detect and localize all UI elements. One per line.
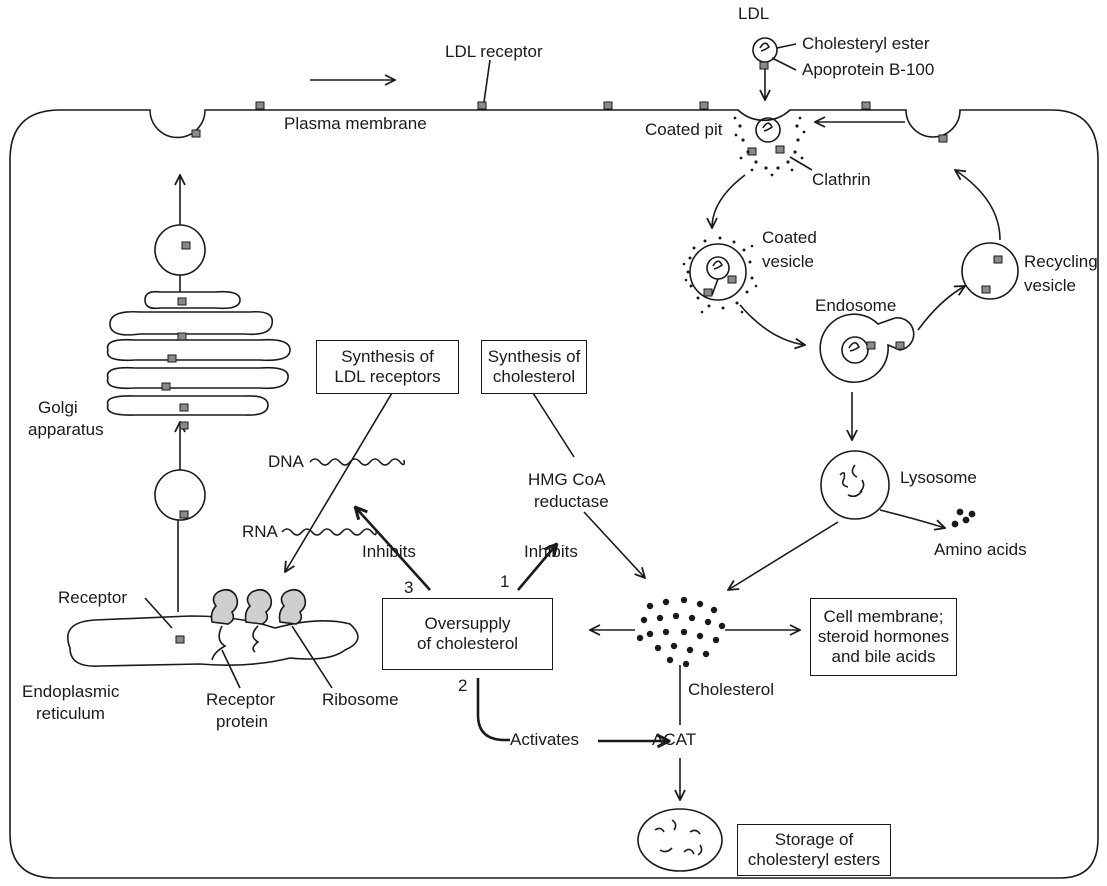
label-acat: ACAT bbox=[652, 730, 697, 749]
label-endosome: Endosome bbox=[815, 296, 897, 315]
label-hmg-2: reductase bbox=[534, 492, 609, 511]
label-ribosome: Ribosome bbox=[322, 690, 399, 709]
box-oversupply: Oversupply of cholesterol bbox=[382, 598, 553, 670]
box-cell-membrane-line3: and bile acids bbox=[831, 647, 936, 666]
box-synthesis-ldl-receptors: Synthesis of LDL receptors bbox=[316, 340, 459, 394]
box-cell-membrane-line1: Cell membrane; bbox=[823, 607, 944, 626]
label-receptor: Receptor bbox=[58, 588, 127, 607]
golgi-cisterna-2 bbox=[109, 310, 274, 336]
label-ldl-receptor: LDL receptor bbox=[445, 42, 543, 61]
ribosome-2 bbox=[244, 588, 273, 625]
plasma-membrane bbox=[9, 109, 1099, 879]
label-cholesteryl-ester: Cholesteryl ester bbox=[802, 34, 930, 53]
label-coated-pit: Coated pit bbox=[645, 120, 723, 139]
box-oversupply-line2: of cholesterol bbox=[416, 634, 519, 653]
label-inhibits-right: Inhibits bbox=[524, 542, 578, 561]
label-number-1: 1 bbox=[500, 572, 510, 591]
label-rna: RNA bbox=[242, 522, 278, 541]
golgi-cisterna-3 bbox=[106, 338, 291, 362]
label-coated-vesicle-2: vesicle bbox=[762, 252, 814, 271]
box-synthesis-cholesterol: Synthesis of cholesterol bbox=[481, 340, 587, 394]
box-storage-line1: Storage of bbox=[774, 830, 854, 849]
label-apoprotein: Apoprotein B-100 bbox=[802, 60, 935, 79]
label-cholesterol: Cholesterol bbox=[688, 680, 774, 699]
recycling-vesicle bbox=[961, 242, 1019, 300]
ribosome-3 bbox=[278, 588, 307, 625]
endoplasmic-reticulum bbox=[67, 615, 359, 667]
box-synthesis-cholesterol-line2: cholesterol bbox=[492, 367, 576, 386]
golgi-cisterna-1 bbox=[144, 290, 241, 310]
label-lysosome: Lysosome bbox=[900, 468, 977, 487]
label-clathrin: Clathrin bbox=[812, 170, 871, 189]
dna-strand bbox=[309, 458, 405, 466]
golgi-vesicle-bottom bbox=[154, 469, 206, 521]
box-cell-membrane: Cell membrane; steroid hormones and bile… bbox=[810, 598, 957, 676]
label-hmg-1: HMG CoA bbox=[528, 470, 606, 489]
box-synthesis-cholesterol-line1: Synthesis of bbox=[487, 347, 581, 366]
ribosome-1 bbox=[210, 588, 239, 625]
box-synthesis-ldl-line2: LDL receptors bbox=[334, 367, 441, 386]
label-receptor-protein-2: protein bbox=[216, 712, 268, 731]
label-golgi-1: Golgi bbox=[38, 398, 78, 417]
label-number-2: 2 bbox=[458, 676, 468, 695]
label-recycling-vesicle-1: Recycling bbox=[1024, 252, 1098, 271]
label-amino-acids: Amino acids bbox=[934, 540, 1027, 559]
golgi-vesicle-top bbox=[154, 224, 206, 276]
rna-strand bbox=[281, 528, 377, 536]
coated-vesicle bbox=[689, 243, 747, 301]
label-receptor-protein-1: Receptor bbox=[206, 690, 275, 709]
label-plasma-membrane: Plasma membrane bbox=[284, 114, 427, 133]
box-cell-membrane-line2: steroid hormones bbox=[817, 627, 950, 646]
box-storage: Storage of cholesteryl esters bbox=[737, 824, 891, 876]
golgi-cisterna-4 bbox=[106, 366, 289, 390]
coated-pit-ldl bbox=[755, 117, 781, 143]
receptor-markers bbox=[161, 61, 1003, 644]
label-inhibits-left: Inhibits bbox=[362, 542, 416, 561]
storage-droplet bbox=[637, 808, 723, 872]
label-coated-vesicle-1: Coated bbox=[762, 228, 817, 247]
box-synthesis-ldl-line1: Synthesis of bbox=[341, 347, 434, 366]
cholesterol-pool bbox=[636, 508, 976, 668]
label-number-3: 3 bbox=[404, 578, 414, 597]
label-ldl: LDL bbox=[738, 4, 770, 23]
box-storage-line2: cholesteryl esters bbox=[747, 850, 881, 869]
lysosome bbox=[820, 450, 890, 520]
clathrin-dots bbox=[682, 116, 806, 314]
label-recycling-vesicle-2: vesicle bbox=[1024, 276, 1076, 295]
label-golgi-2: apparatus bbox=[28, 420, 104, 439]
label-er-1: Endoplasmic bbox=[22, 682, 120, 701]
label-er-2: reticulum bbox=[36, 704, 105, 723]
label-dna: DNA bbox=[268, 452, 304, 471]
label-activates: Activates bbox=[510, 730, 579, 749]
golgi-cisterna-5 bbox=[106, 395, 269, 416]
endosome bbox=[819, 313, 915, 384]
box-oversupply-line1: Oversupply bbox=[424, 614, 511, 633]
